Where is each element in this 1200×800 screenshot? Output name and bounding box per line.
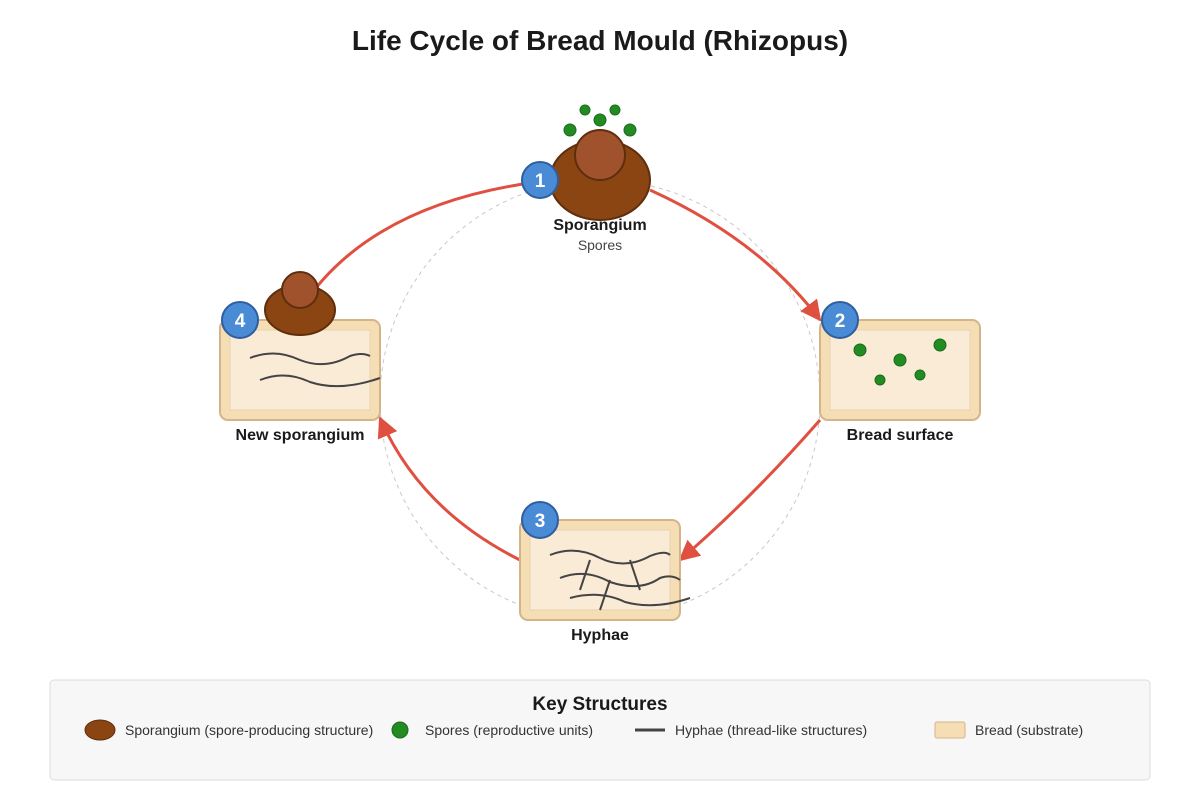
legend-box (49, 679, 1151, 781)
svg-text:3: 3 (535, 511, 546, 532)
stage-label: Hyphae (571, 627, 629, 644)
arrow-3-to-4 (377, 416, 521, 562)
bread-inner (829, 329, 971, 411)
spore-icon (579, 104, 591, 116)
hyphae-icon (249, 352, 381, 388)
arrow-1-to-2 (649, 188, 822, 322)
spore-icon (933, 338, 947, 352)
spore-icon (609, 104, 621, 116)
svg-text:2: 2 (835, 311, 846, 332)
spore-icon (563, 123, 577, 137)
spore-icon (391, 721, 409, 739)
arrow-4-to-1 (298, 171, 556, 311)
stage-number-badge: 3 (521, 501, 559, 539)
stage-bread-surface: 2 Bread surface (819, 301, 981, 444)
stage-number-badge: 1 (521, 161, 559, 199)
stage-label: New sporangium (236, 427, 365, 444)
legend-title: Key Structures (532, 694, 667, 715)
legend-item-label: Sporangium (spore-producing structure) (125, 722, 373, 738)
legend-item-label: Hyphae (thread-like structures) (675, 722, 867, 738)
sporangium-cap-icon (574, 129, 626, 181)
stage-sporangium: 1 Sporangium Spores (521, 104, 651, 253)
bread-icon (934, 721, 966, 739)
bread-inner (529, 529, 671, 611)
spore-icon (623, 123, 637, 137)
stage-sublabel: Spores (578, 237, 622, 253)
stage-new-sporangium: 4 New sporangium (219, 271, 381, 444)
spore-icon (914, 369, 926, 381)
bread-inner (229, 329, 371, 411)
svg-text:4: 4 (235, 311, 246, 332)
spore-icon (893, 353, 907, 367)
legend-item-label: Spores (reproductive units) (425, 722, 593, 738)
stage-number-badge: 4 (221, 301, 259, 339)
stage-label: Bread surface (847, 427, 954, 444)
sporangium-icon (84, 719, 116, 741)
stage-label: Sporangium (553, 217, 646, 234)
svg-text:1: 1 (535, 171, 546, 192)
spores-cluster (563, 104, 637, 137)
legend-item-label: Bread (substrate) (975, 722, 1083, 738)
page-title: Life Cycle of Bread Mould (Rhizopus) (352, 25, 848, 56)
arrow-2-to-3 (678, 419, 822, 562)
spore-icon (593, 113, 607, 127)
stage-number-badge: 2 (821, 301, 859, 339)
stage-hyphae: 3 Hyphae (519, 501, 691, 644)
sporangium-cap-icon (281, 271, 319, 309)
spore-icon (874, 374, 886, 386)
legend: Key Structures Sporangium (spore-produci… (49, 679, 1151, 781)
hyphae-icon (549, 549, 691, 611)
spore-icon (853, 343, 867, 357)
